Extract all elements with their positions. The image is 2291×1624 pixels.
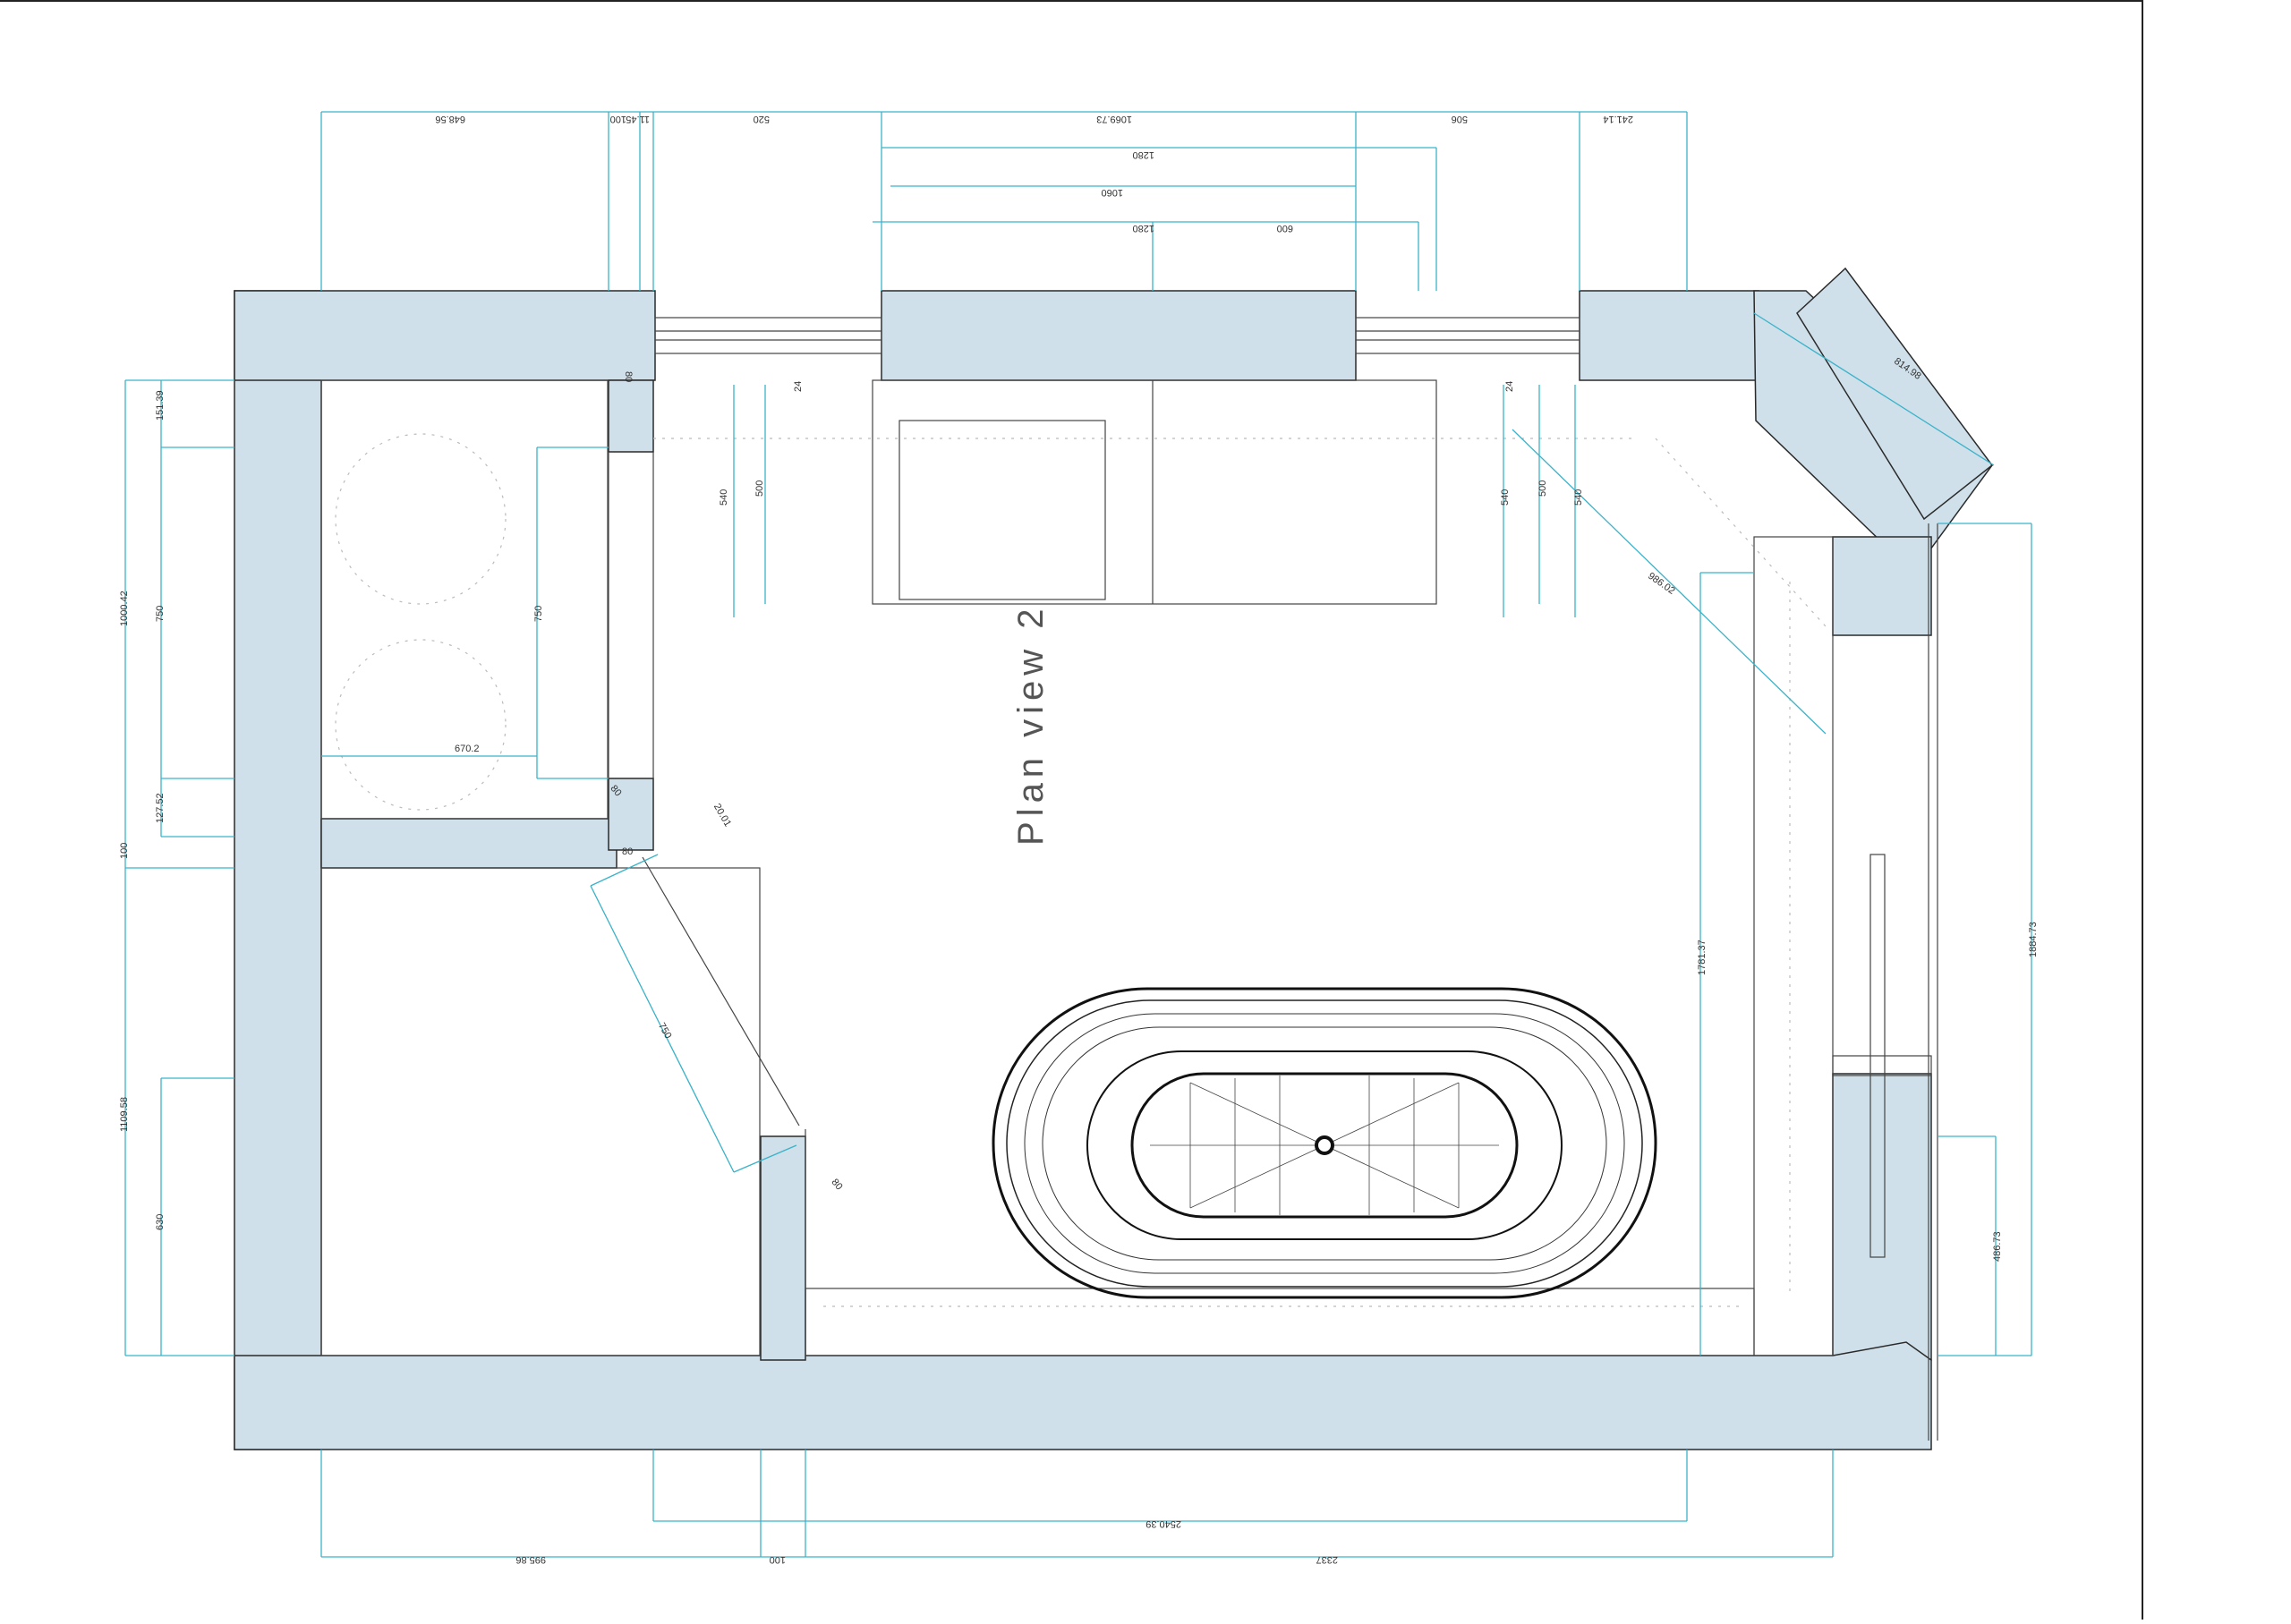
niche-shelf [1832,1055,1932,1076]
partition-stub-mid [608,778,654,851]
dim-window-7: 540 [1573,489,1584,506]
dim-left-1: 151.39 [155,390,166,421]
dim-top-1: 648.56 [435,114,465,124]
dim-inner-5: 80 [622,846,633,857]
dim-top-11: 600 [1277,223,1293,234]
window-left [654,317,882,354]
dim-window-3: 500 [754,480,765,497]
dim-inner-2: 670.2 [455,744,480,754]
wall-top-left [234,290,656,381]
dim-bottom-1: 2540.39 [1146,1518,1181,1529]
dim-top-8: 1280 [1133,149,1154,160]
dim-right-3: 486.73 [1992,1231,2003,1262]
dim-inner-1: 750 [533,606,544,622]
dim-right-2: 1884.73 [2028,922,2039,957]
vanity-unit [872,379,1437,605]
partition-stub-bottom [760,1135,806,1361]
dimension-lines [124,111,2032,1558]
dim-right-1: 1781.37 [1697,940,1708,975]
wall-top-middle [881,290,1357,381]
dim-top-6: 506 [1452,114,1468,124]
ghost-lines [335,433,1827,1307]
dim-left-5: 100 [119,843,130,859]
dim-top-5: 1069.73 [1096,114,1132,124]
dim-left-3: 750 [155,606,166,622]
wall-top-right [1579,290,1759,381]
dim-left-2: 1000.42 [119,591,130,626]
wc-room [320,867,761,1356]
dim-top-9: 1060 [1102,187,1123,198]
vanity-basin-area [899,420,1106,600]
dim-window-1: 24 [793,381,804,392]
dim-bottom-3: 100 [770,1554,786,1565]
dim-bottom-2: 995.86 [515,1554,546,1565]
sheet-border [0,0,2143,1620]
dim-window-5: 540 [1500,489,1511,506]
wardrobe-room [320,379,609,820]
dim-window-4: 24 [1504,381,1515,392]
dim-top-3: 11.45 [626,114,650,124]
dim-left-7: 630 [155,1214,166,1230]
drain-icon [1315,1135,1334,1155]
wall-angled-projection [1796,267,1994,521]
plan-title: Plan view 2 [1011,603,1051,846]
windows [654,317,1580,354]
dim-inner-3: 80 [623,371,634,382]
walls [234,267,1994,1450]
dim-bottom-4: 2337 [1316,1554,1338,1565]
right-counter [1753,536,1834,1356]
dim-top-10: 1280 [1133,223,1154,234]
freestanding-bathtub [992,987,1657,1299]
dim-top-4: 520 [754,114,770,124]
window-right [1355,317,1580,354]
wall-left [234,290,322,1450]
dim-top-7: 241.14 [1603,114,1633,124]
partition-stub-top [608,379,654,453]
dim-left-4: 127.52 [155,793,166,823]
dim-left-6: 1109.58 [119,1097,130,1132]
dim-window-6: 500 [1537,480,1548,497]
door-leaf [642,856,800,1127]
dim-top-2: 100 [610,114,626,124]
dim-window-2: 540 [719,489,729,506]
bottom-counter [805,1288,1755,1356]
room-outlines [320,379,1938,1441]
